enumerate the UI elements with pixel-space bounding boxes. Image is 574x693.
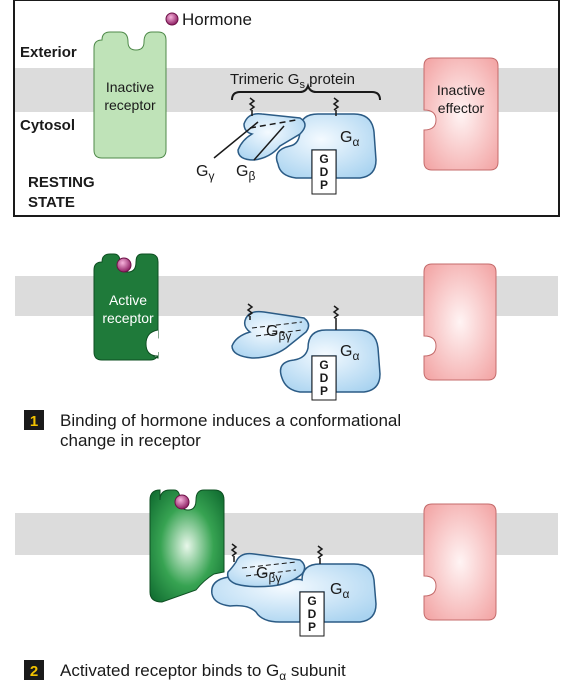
panel-resting-state: Hormone Exterior Cytosol RESTING STATE I… — [13, 0, 560, 217]
receptor-label-line2: receptor — [104, 97, 156, 113]
step-1-badge — [24, 410, 44, 430]
lipid-anchor-alpha — [316, 545, 324, 564]
g-betagamma-label: Gβγ — [266, 323, 291, 343]
hormone-icon — [116, 257, 132, 273]
inactive-effector — [423, 57, 499, 171]
state-label-line2: STATE — [28, 194, 75, 211]
hormone-legend-label: Hormone — [182, 10, 252, 29]
effector-label-line2: effector — [438, 100, 485, 116]
hormone-icon — [165, 12, 179, 26]
g-beta-gamma-subunit — [226, 552, 306, 588]
hormone-icon — [174, 494, 190, 510]
g-gamma-pointer — [213, 121, 259, 159]
gdp-letter-g: G — [319, 152, 328, 166]
gdp-letter-p: P — [320, 178, 328, 192]
receptor-pocket — [145, 329, 159, 357]
g-alpha-label: Gα — [330, 581, 349, 601]
panel-step-1: Active receptor Gβγ G D P Gα 1 Binding o… — [15, 253, 558, 450]
lipid-anchor-gamma — [248, 97, 256, 116]
g-alpha-label: Gα — [340, 343, 359, 363]
state-label-line1: RESTING — [28, 174, 95, 191]
active-receptor-label-line1: Active — [109, 292, 147, 308]
gdp-letter-d: D — [308, 607, 317, 621]
inactive-effector — [423, 263, 497, 381]
inactive-effector — [423, 503, 497, 621]
gdp-letter-p: P — [308, 620, 316, 634]
g-alpha-label: Gα — [340, 129, 359, 149]
step-1-number: 1 — [30, 413, 38, 430]
g-gamma-label: Gγ — [196, 163, 214, 183]
step-1-text-line2: change in receptor — [60, 431, 201, 450]
active-receptor — [149, 489, 225, 603]
g-beta-pointer — [253, 125, 285, 161]
beta-gamma-stripes — [251, 321, 303, 337]
step-1-text-line1: Binding of hormone induces a conformatio… — [60, 411, 401, 430]
lipid-anchor-alpha — [332, 305, 340, 330]
gdp-letter-g: G — [307, 594, 316, 608]
gdp-letter-p: P — [320, 384, 328, 398]
g-betagamma-label: Gβγ — [256, 565, 281, 585]
effector-label-line1: Inactive — [437, 82, 485, 98]
gdp-box — [299, 591, 325, 637]
trimeric-gs-label: Trimeric Gs protein — [230, 71, 355, 91]
lipid-anchor-gamma — [230, 543, 238, 562]
step-2-text: Activated receptor binds to Gα subunit — [60, 661, 346, 683]
g-beta-gamma-subunit — [231, 310, 310, 359]
inactive-receptor — [93, 31, 167, 159]
trimeric-bracket — [231, 82, 381, 101]
gdp-letter-d: D — [320, 165, 329, 179]
gdp-letter-g: G — [319, 358, 328, 372]
step-2-number: 2 — [30, 663, 38, 680]
beta-gamma-stripes — [241, 561, 297, 577]
step-2-badge — [24, 660, 44, 680]
lipid-anchor-gamma — [246, 303, 254, 320]
active-receptor-label-line2: receptor — [102, 310, 154, 326]
exterior-label: Exterior — [20, 44, 77, 61]
panel-step-2: Gβγ G D P Gα 2 Activated receptor binds … — [15, 489, 558, 683]
receptor-label-line1: Inactive — [106, 79, 154, 95]
cytosol-label: Cytosol — [20, 117, 75, 134]
gdp-letter-d: D — [320, 371, 329, 385]
gdp-box — [311, 355, 337, 401]
gdp-box — [311, 149, 337, 195]
g-beta-label: Gβ — [236, 163, 255, 183]
lipid-anchor-alpha — [332, 97, 340, 116]
dashed-bond — [249, 119, 297, 129]
